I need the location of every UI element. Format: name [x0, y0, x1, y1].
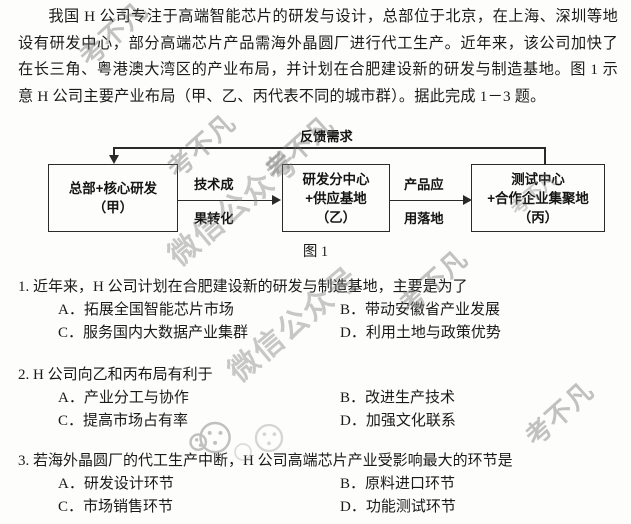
arrow-line-jia-to-yi	[178, 199, 274, 202]
question-1-text: 近年来，H 公司计划在合肥建设新的研发与制造基地，主要是为了	[33, 279, 468, 295]
question-1-option-a[interactable]: A．拓展全国智能芯片市场	[58, 299, 234, 322]
question-1: 1. 近年来，H 公司计划在合肥建设新的研发与制造基地，主要是为了 A．拓展全国…	[18, 276, 618, 345]
passage-body: 我国 H 公司专注于高端智能芯片的研发与设计，总部位于北京，在上海、深圳等地设有…	[18, 8, 618, 105]
diagram-box-test-center: 测试中心 +合作企业集聚地 （丙）	[471, 164, 605, 232]
option-letter: A．	[58, 476, 84, 492]
question-2-number: 2.	[18, 367, 30, 383]
question-3: 3. 若海外晶圆厂的代工生产中断，H 公司高端芯片产业受影响最大的环节是 A．研…	[18, 450, 618, 519]
arrowhead-jia-to-yi-icon	[272, 195, 281, 205]
option-text: 改进生产技术	[365, 390, 456, 406]
box-jia-line-1: 总部+核心研发	[68, 181, 158, 196]
question-3-options-row-1: A．研发设计环节 B．原料进口环节	[18, 473, 618, 496]
question-2: 2. H 公司向乙和丙布局有利于 A．产业分工与协作 B．改进生产技术 C．提高…	[18, 364, 618, 433]
option-text: 原料进口环节	[365, 476, 456, 492]
question-1-option-c[interactable]: C．服务国内大数据产业集群	[58, 322, 248, 345]
option-letter: B．	[340, 302, 366, 318]
option-text: 提高市场占有率	[83, 413, 189, 429]
arrow-line-yi-to-bing	[390, 199, 467, 202]
label-tech-transfer-bottom: 果转化	[194, 211, 234, 226]
question-1-option-d[interactable]: D．利用土地与政策优势	[340, 322, 501, 345]
box-yi-line-3: （乙）	[315, 209, 357, 225]
option-letter: D．	[340, 325, 366, 341]
diagram-box-headquarters: 总部+核心研发 （甲）	[48, 164, 178, 232]
question-2-text: H 公司向乙和丙布局有利于	[33, 367, 213, 383]
feedback-line-vertical-left	[113, 147, 115, 157]
label-product-landing-top: 产品应	[404, 177, 444, 192]
question-3-text: 若海外晶圆厂的代工生产中断，H 公司高端芯片产业受影响最大的环节是	[33, 453, 513, 469]
option-text: 拓展全国智能芯片市场	[83, 302, 234, 318]
question-1-number: 1.	[18, 279, 30, 295]
question-1-options-row-2: C．服务国内大数据产业集群 D．利用土地与政策优势	[18, 322, 618, 345]
box-bing-line-1: 测试中心	[511, 171, 565, 187]
option-letter: B．	[340, 476, 366, 492]
passage-text: 我国 H 公司专注于高端智能芯片的研发与设计，总部位于北京，在上海、深圳等地设有…	[18, 4, 618, 110]
option-letter: C．	[58, 413, 84, 429]
feedback-line-vertical-right	[544, 147, 546, 165]
option-text: 产业分工与协作	[83, 390, 189, 406]
question-3-number: 3.	[18, 453, 30, 469]
diagram-box-rnd-subcenter: 研发分中心 +供应基地 （乙）	[282, 164, 390, 232]
question-1-option-b[interactable]: B．带动安徽省产业发展	[340, 299, 500, 322]
option-letter: A．	[58, 390, 84, 406]
question-3-option-d[interactable]: D．功能测试环节	[340, 496, 456, 519]
figure-caption: 图 1	[302, 244, 329, 260]
box-bing-line-3: （丙）	[517, 209, 559, 225]
option-letter: B．	[340, 390, 366, 406]
box-bing-line-2: +合作企业集聚地	[487, 190, 589, 206]
question-3-options-row-2: C．市场销售环节 D．功能测试环节	[18, 496, 618, 519]
option-letter: C．	[58, 325, 84, 341]
option-letter: C．	[58, 499, 84, 515]
question-1-options-row-1: A．拓展全国智能芯片市场 B．带动安徽省产业发展	[18, 299, 618, 322]
box-yi-line-2: +供应基地	[305, 190, 367, 206]
question-2-option-d[interactable]: D．加强文化联系	[340, 410, 456, 433]
option-text: 服务国内大数据产业集群	[83, 325, 249, 341]
option-text: 利用土地与政策优势	[365, 325, 501, 341]
option-letter: D．	[340, 413, 366, 429]
question-3-option-a[interactable]: A．研发设计环节	[58, 473, 174, 496]
question-2-stem: 2. H 公司向乙和丙布局有利于	[18, 364, 618, 387]
feedback-line-horizontal	[113, 147, 546, 149]
arrowhead-yi-to-bing-icon	[463, 195, 472, 205]
option-text: 功能测试环节	[365, 499, 456, 515]
question-3-option-c[interactable]: C．市场销售环节	[58, 496, 173, 519]
question-1-stem: 1. 近年来，H 公司计划在合肥建设新的研发与制造基地，主要是为了	[18, 276, 618, 299]
question-2-options-row-1: A．产业分工与协作 B．改进生产技术	[18, 387, 618, 410]
question-3-stem: 3. 若海外晶圆厂的代工生产中断，H 公司高端芯片产业受影响最大的环节是	[18, 450, 618, 473]
option-text: 加强文化联系	[365, 413, 456, 429]
option-letter: D．	[340, 499, 366, 515]
question-2-option-b[interactable]: B．改进生产技术	[340, 387, 455, 410]
question-2-options-row-2: C．提高市场占有率 D．加强文化联系	[18, 410, 618, 433]
question-2-option-c[interactable]: C．提高市场占有率	[58, 410, 188, 433]
option-text: 带动安徽省产业发展	[365, 302, 501, 318]
label-tech-transfer-top: 技术成	[194, 177, 234, 192]
question-2-option-a[interactable]: A．产业分工与协作	[58, 387, 189, 410]
figure-1: 反馈需求 总部+核心研发 （甲） 技术成 果转化 研发分中心 +供应基地 （乙）…	[0, 124, 631, 272]
label-feedback-demand: 反馈需求	[300, 129, 353, 144]
box-yi-line-1: 研发分中心	[302, 171, 370, 187]
option-letter: A．	[58, 302, 84, 318]
option-text: 市场销售环节	[83, 499, 174, 515]
box-jia-line-2: （甲）	[92, 200, 134, 215]
question-3-option-b[interactable]: B．原料进口环节	[340, 473, 455, 496]
label-product-landing-bottom: 用落地	[404, 211, 444, 226]
feedback-arrowhead-icon	[109, 155, 119, 164]
option-text: 研发设计环节	[83, 476, 174, 492]
